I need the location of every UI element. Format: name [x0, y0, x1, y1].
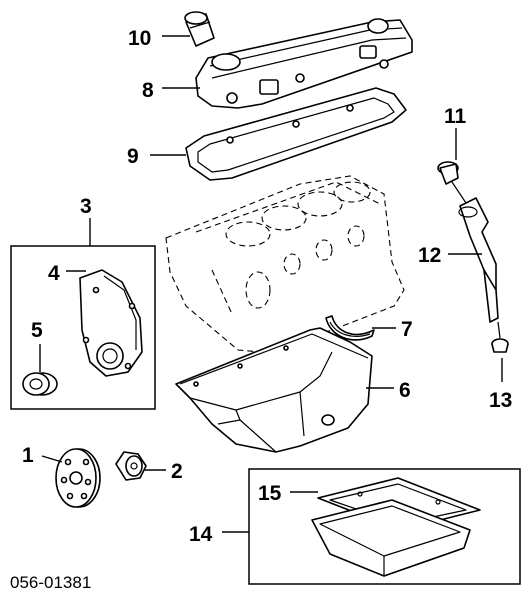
- valve-cover-gasket: [185, 87, 407, 181]
- crankshaft-sprocket: [115, 451, 147, 481]
- rear-main-seal: [325, 315, 375, 341]
- callout-4: 4: [48, 262, 60, 285]
- crankshaft-damper: [55, 448, 101, 508]
- engine-block-outline: [165, 175, 405, 353]
- group-box-14: [248, 468, 521, 585]
- group-box-3: [10, 245, 156, 410]
- valve-cover: [195, 18, 413, 109]
- callout-3: 3: [80, 195, 92, 218]
- callout-14: 14: [189, 523, 213, 546]
- callout-5: 5: [31, 319, 43, 342]
- front-crank-seal: [22, 372, 58, 396]
- callout-11: 11: [444, 105, 467, 128]
- oil-filler-cap: [184, 11, 215, 47]
- callout-13: 13: [489, 389, 512, 412]
- oil-pan: [175, 327, 373, 453]
- callout-12: 12: [418, 244, 441, 267]
- callout-6: 6: [399, 379, 411, 402]
- callout-15: 15: [258, 482, 282, 505]
- lower-oil-pan: [311, 499, 471, 577]
- callout-8: 8: [142, 79, 154, 102]
- dipstick-handle: [437, 161, 469, 207]
- timing-cover: [79, 269, 143, 377]
- callout-10: 10: [128, 27, 151, 50]
- dipstick-tube: [458, 197, 499, 323]
- callout-9: 9: [127, 145, 139, 168]
- callout-2: 2: [171, 460, 183, 483]
- dipstick-tube-seal: [491, 321, 509, 353]
- part-number: 056-01381: [10, 573, 91, 592]
- callout-1: 1: [22, 444, 34, 467]
- callout-7: 7: [401, 318, 413, 341]
- leader-1: [41, 455, 63, 463]
